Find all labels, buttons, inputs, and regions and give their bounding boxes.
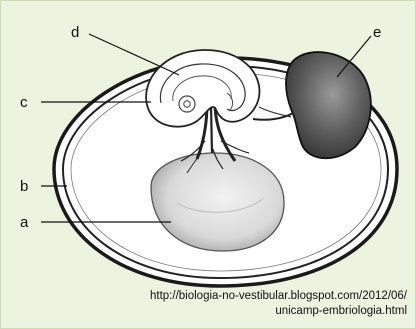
label-c: c <box>20 94 28 111</box>
source-citation: http://biologia-no-vestibular.blogspot.c… <box>150 289 407 319</box>
source-url-line-1: http://biologia-no-vestibular.blogspot.c… <box>150 289 407 304</box>
label-e: e <box>373 24 381 41</box>
label-d: d <box>71 24 79 41</box>
label-b: b <box>20 178 28 195</box>
embryo-amnion <box>146 50 259 127</box>
label-a: a <box>20 214 29 231</box>
source-url-line-2: unicamp-embriologia.html <box>150 304 407 319</box>
